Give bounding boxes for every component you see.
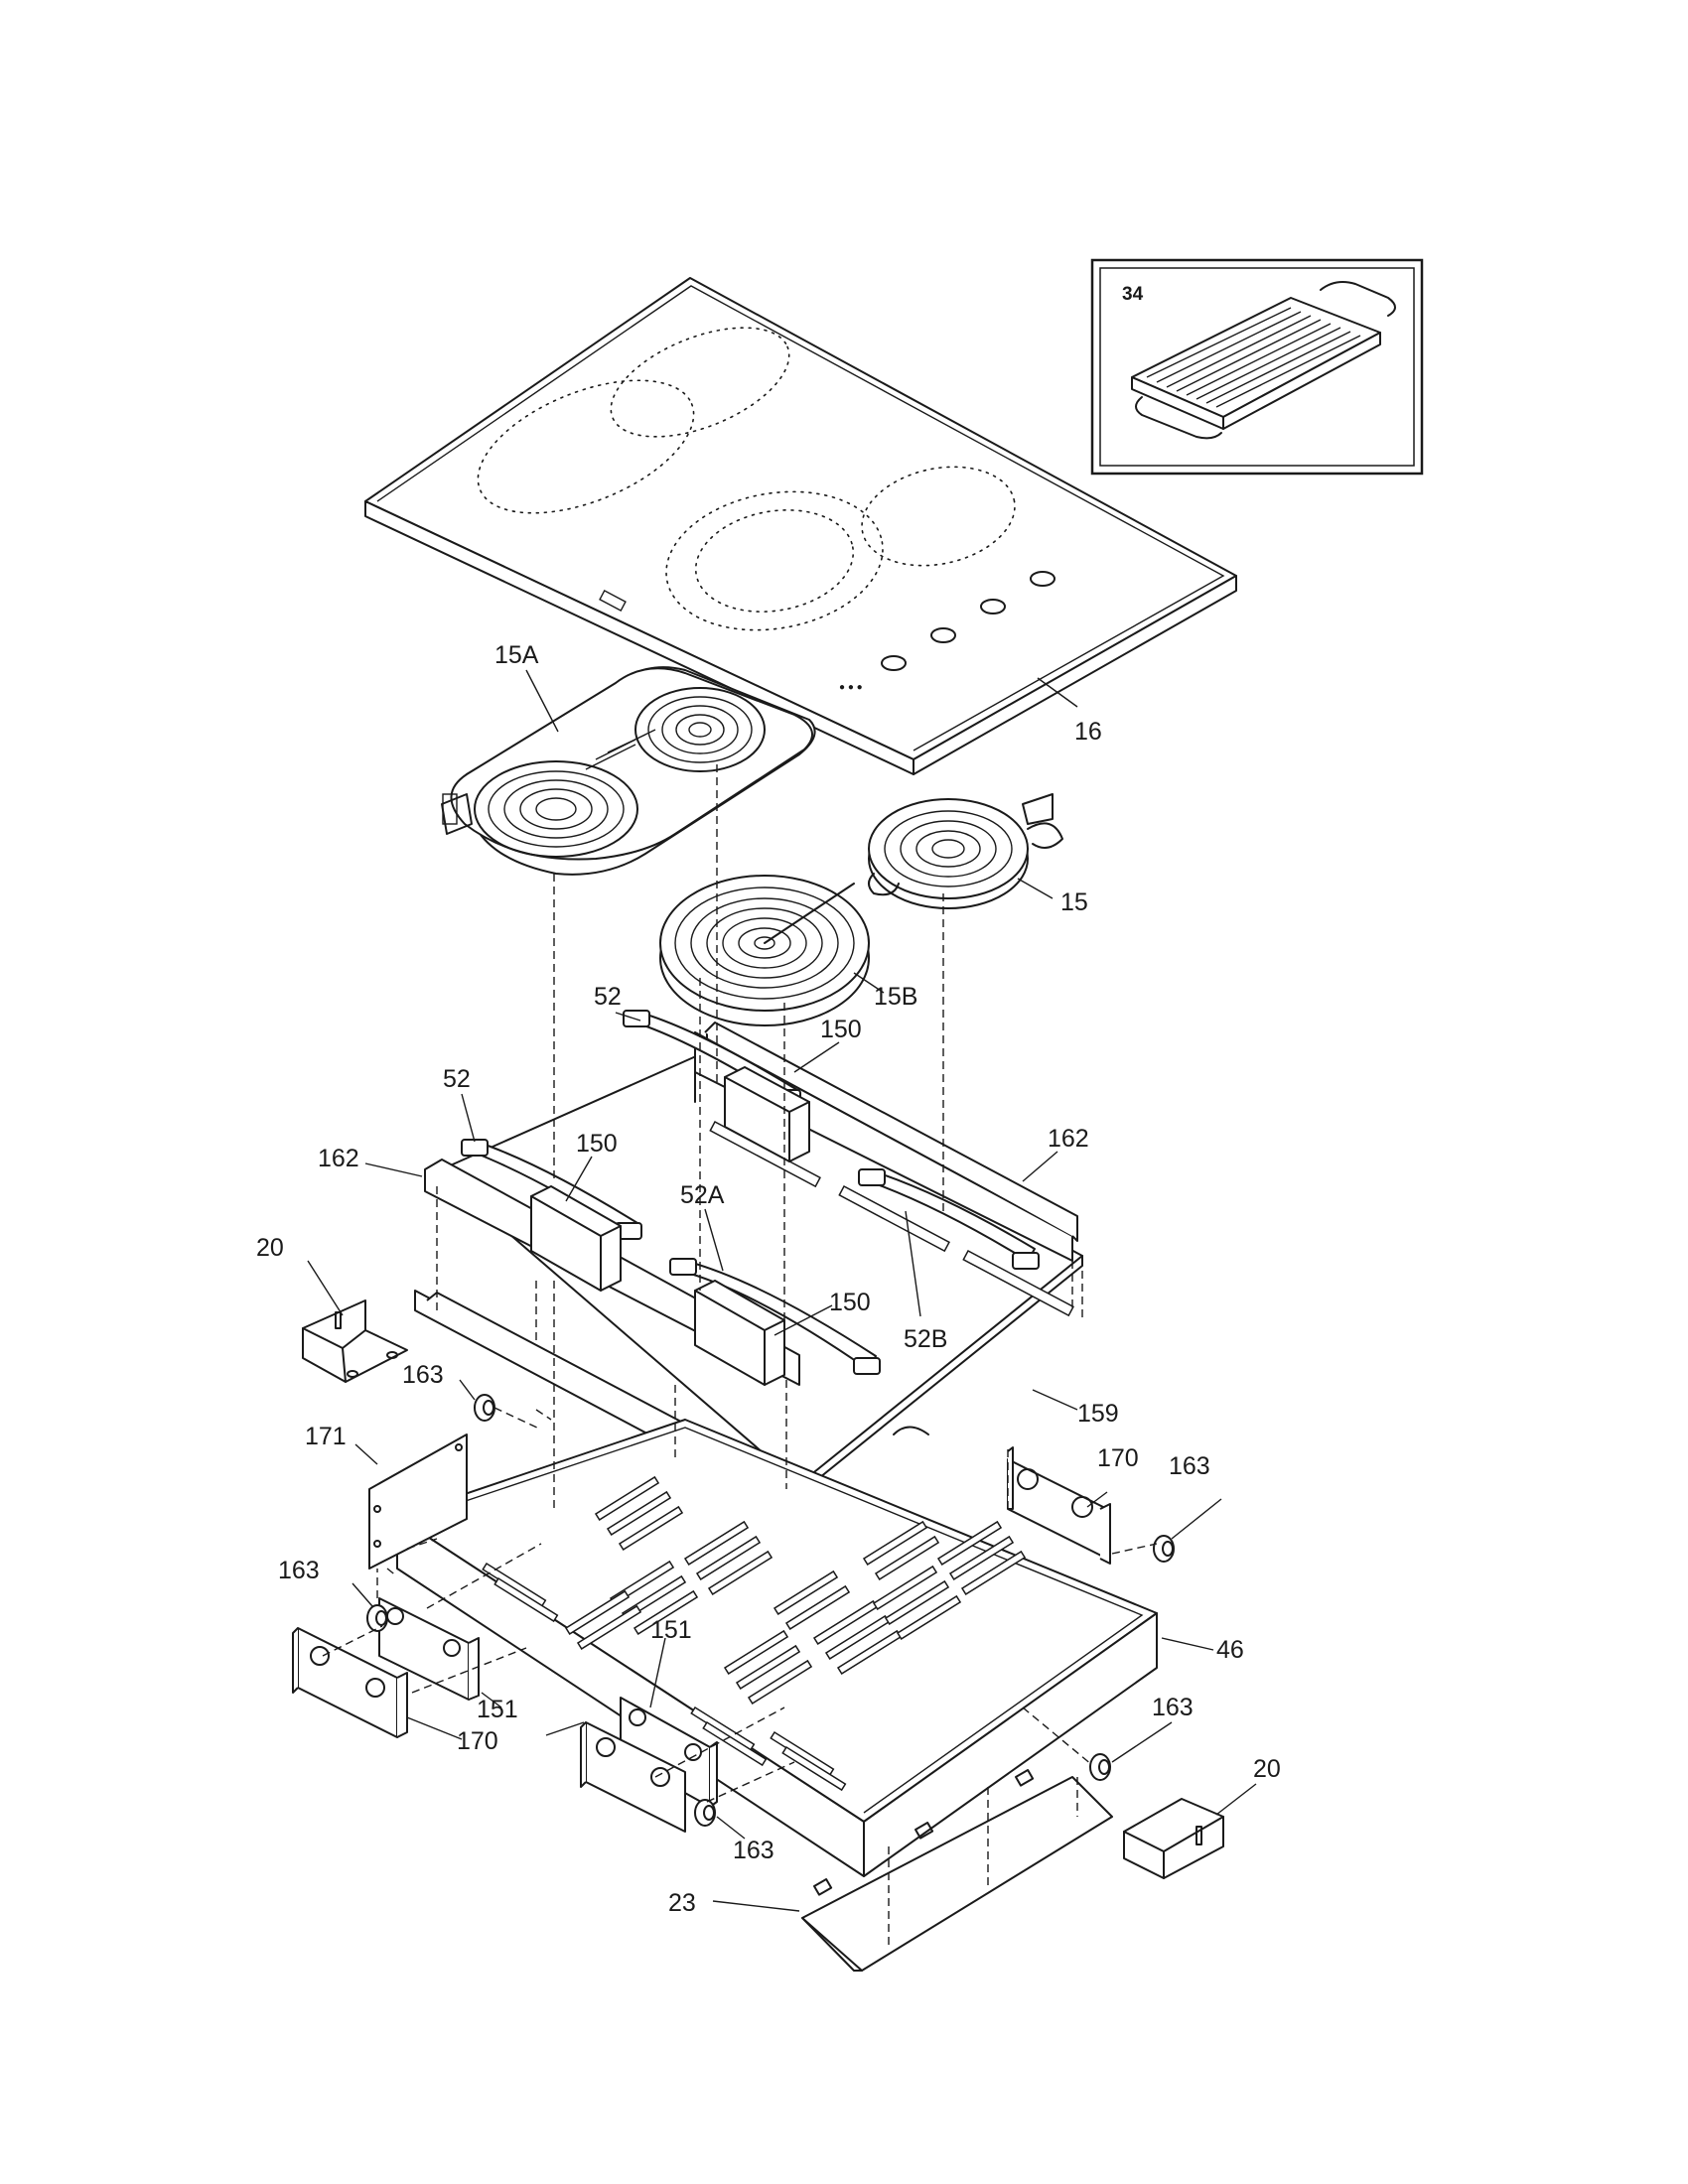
- label-52-left: 52: [443, 1065, 471, 1093]
- label-163-d: 163: [1152, 1694, 1194, 1721]
- bumper-163-a: [474, 1394, 495, 1422]
- callout-labels: 15A 16 15 15B 52 150 52 150 162 162 52A …: [256, 641, 1281, 1917]
- label-171: 171: [305, 1423, 347, 1450]
- label-150-top: 150: [820, 1016, 862, 1043]
- label-170-left: 170: [457, 1727, 498, 1755]
- label-15: 15: [1060, 888, 1088, 916]
- label-23: 23: [668, 1889, 696, 1917]
- bracket-170-right: [1007, 1446, 1111, 1565]
- label-162-right: 162: [1048, 1125, 1089, 1153]
- leader-lines: [307, 669, 1257, 1912]
- bumper-163-d: [1089, 1753, 1111, 1781]
- label-52a: 52A: [680, 1181, 725, 1209]
- label-150-mid: 150: [829, 1289, 871, 1316]
- dual-element-15a: [441, 666, 816, 876]
- griddle-icon: [1131, 281, 1396, 440]
- label-46: 46: [1216, 1636, 1244, 1664]
- vent-slots: [482, 1475, 1027, 1792]
- bumper-163-e: [694, 1799, 716, 1827]
- insulation-150-left: [530, 1185, 622, 1292]
- label-15a: 15A: [494, 641, 539, 669]
- label-163-c: 163: [278, 1557, 320, 1584]
- label-52-top: 52: [594, 983, 622, 1011]
- label-150-left: 150: [576, 1130, 618, 1158]
- bracket-151-upper: [378, 1597, 480, 1701]
- griddle-inset: 34: [1090, 258, 1424, 476]
- element-15b: [659, 875, 870, 1026]
- label-159: 159: [1077, 1400, 1119, 1428]
- element-15: [868, 793, 1063, 909]
- label-151-a: 151: [650, 1616, 692, 1644]
- label-20-right: 20: [1253, 1755, 1281, 1783]
- bottom-tray-46: [396, 1419, 1158, 1877]
- assembly-lines: [322, 764, 1158, 1946]
- label-170-right: 170: [1097, 1444, 1139, 1472]
- label-163-e: 163: [733, 1837, 774, 1864]
- strap-52b: [858, 1168, 1040, 1270]
- bracket-20-right: [1123, 1798, 1224, 1879]
- bracket-171-plate: [368, 1433, 468, 1570]
- label-52b: 52B: [904, 1325, 947, 1353]
- burner-box-159: [436, 1031, 1083, 1495]
- bumper-163-b: [1153, 1535, 1175, 1563]
- label-163-a: 163: [402, 1361, 444, 1389]
- inset-label: 34: [1122, 284, 1144, 305]
- label-163-b: 163: [1169, 1452, 1210, 1480]
- label-20-left: 20: [256, 1234, 284, 1262]
- bracket-170-lower: [580, 1721, 686, 1833]
- insulation-150-top: [724, 1066, 810, 1162]
- label-162-left: 162: [318, 1145, 359, 1172]
- bracket-20-left: [302, 1299, 408, 1383]
- label-16: 16: [1074, 718, 1102, 746]
- svg-text:● ● ●: ● ● ●: [839, 682, 863, 693]
- insulation-150-mid: [694, 1280, 785, 1386]
- bumper-163-c: [366, 1604, 388, 1632]
- label-151-b: 151: [477, 1696, 518, 1723]
- bottom-cover-23: [801, 1769, 1113, 1972]
- label-15b: 15B: [874, 983, 917, 1011]
